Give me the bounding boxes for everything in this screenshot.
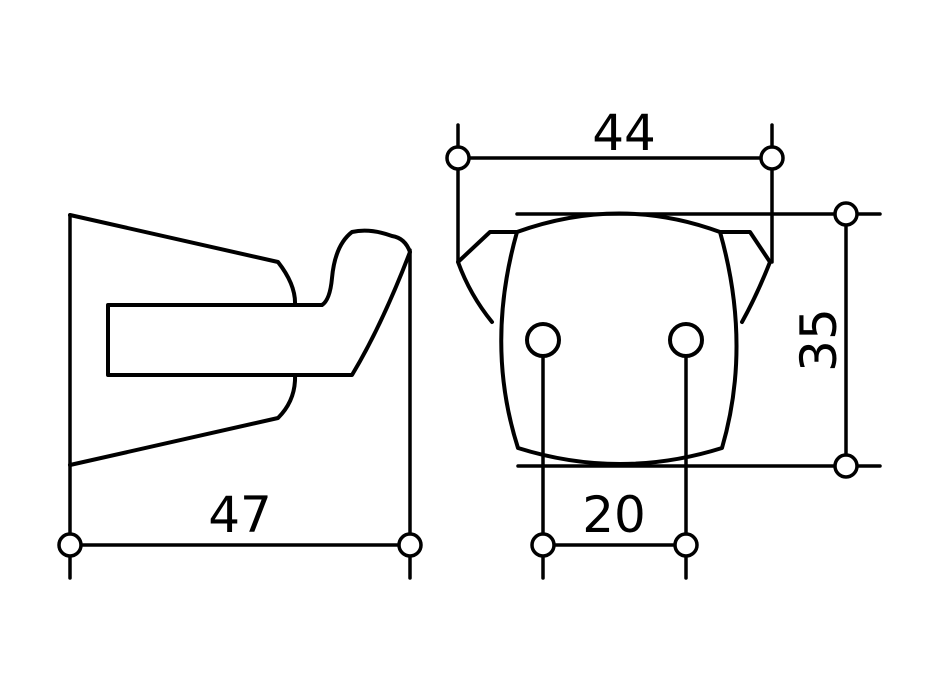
side-view: 47 <box>57 213 423 580</box>
front-view-body <box>499 211 739 466</box>
side-view-base <box>68 213 298 467</box>
dimension-marker <box>397 532 423 558</box>
dimension-marker <box>833 201 859 227</box>
dimension-marker <box>833 453 859 479</box>
dimension-marker <box>57 532 83 558</box>
dimension-marker <box>673 532 699 558</box>
depth-dimension-label: 47 <box>208 486 272 544</box>
height-dimension-label: 35 <box>790 308 848 372</box>
mounting-hole-right <box>668 322 704 358</box>
width-dimension-label: 44 <box>592 104 656 162</box>
side-view-hook-arm <box>106 228 412 377</box>
dimension-marker <box>759 145 785 171</box>
hole-spacing-dimension-label: 20 <box>582 486 646 544</box>
front-view: 44 35 20 <box>445 104 882 580</box>
dimension-marker <box>530 532 556 558</box>
mounting-hole-left <box>525 322 561 358</box>
dimension-marker <box>445 145 471 171</box>
